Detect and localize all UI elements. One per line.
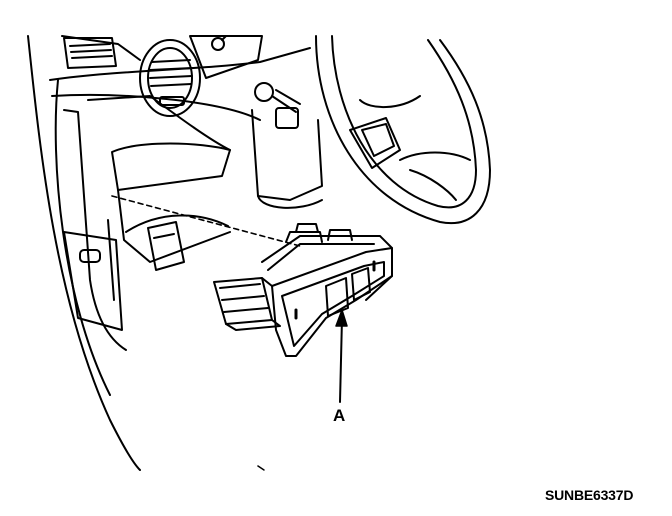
stray-mark: [257, 465, 265, 471]
callout-label-a: A: [333, 406, 346, 425]
lower-dash-panel: [63, 95, 231, 351]
switch-module-illustration: [213, 223, 393, 357]
left-knee-panel: [63, 221, 185, 331]
center-air-vent: [139, 39, 201, 117]
stalk-switch: [254, 82, 301, 129]
callout-leader-arrow: [335, 309, 348, 403]
steering-column: [251, 109, 323, 209]
steering-wheel: [315, 35, 491, 225]
mounting-leader-line: [111, 195, 301, 247]
figure-code: SUNBE6337D: [545, 487, 634, 503]
instrument-cluster: [189, 35, 263, 79]
side-air-vent: [63, 37, 117, 69]
